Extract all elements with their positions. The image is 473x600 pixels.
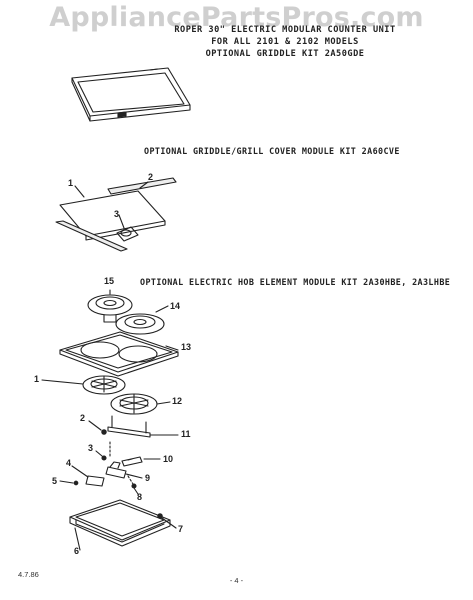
burner-cap-15-illustration bbox=[88, 290, 132, 322]
callout-11: 11 bbox=[181, 429, 191, 439]
callout-3-low: 3 bbox=[88, 443, 94, 453]
callout-9: 9 bbox=[145, 473, 151, 483]
callout-1-mid: 1 bbox=[34, 374, 40, 384]
cover-module-illustration bbox=[56, 178, 176, 251]
callout-4: 4 bbox=[66, 458, 72, 468]
screw-7-illustration bbox=[158, 514, 176, 528]
watermark: AppliancePartsPros.com bbox=[49, 2, 424, 33]
callout-12: 12 bbox=[172, 396, 183, 406]
callout-6: 6 bbox=[74, 546, 80, 556]
burner-14-illustration bbox=[116, 306, 168, 334]
small-parts-illustration bbox=[60, 442, 160, 494]
header-line-1: ROPER 30" ELECTRIC MODULAR COUNTER UNIT bbox=[174, 25, 396, 35]
header-line-3: OPTIONAL GRIDDLE KIT 2A50GDE bbox=[205, 49, 365, 59]
callout-14: 14 bbox=[170, 301, 181, 311]
callout-5: 5 bbox=[52, 476, 58, 486]
element-12-illustration bbox=[111, 394, 170, 414]
callout-13: 13 bbox=[181, 342, 192, 352]
griddle-plate-illustration bbox=[72, 68, 190, 121]
footer-date: 4.7.86 bbox=[18, 570, 39, 579]
callout-10: 10 bbox=[163, 454, 174, 464]
callout-2-top: 2 bbox=[148, 172, 154, 182]
callout-2-mid: 2 bbox=[80, 413, 86, 423]
drip-bowl-1-illustration bbox=[42, 376, 125, 394]
callout-1-top: 1 bbox=[68, 178, 74, 188]
callout-15: 15 bbox=[104, 276, 115, 286]
tray-6-illustration bbox=[70, 500, 170, 550]
callout-7: 7 bbox=[178, 524, 184, 534]
footer-page-number: - 4 - bbox=[229, 576, 244, 585]
section-title-hob-kit: OPTIONAL ELECTRIC HOB ELEMENT MODULE KIT… bbox=[140, 277, 451, 287]
section-title-cover-kit: OPTIONAL GRIDDLE/GRILL COVER MODULE KIT … bbox=[144, 146, 400, 156]
callout-8: 8 bbox=[137, 492, 143, 502]
header-line-2: FOR ALL 2101 & 2102 MODELS bbox=[211, 37, 359, 47]
bracket-11-illustration bbox=[89, 416, 178, 437]
callout-3: 3 bbox=[114, 209, 120, 219]
top-plate-13-illustration bbox=[60, 332, 178, 376]
